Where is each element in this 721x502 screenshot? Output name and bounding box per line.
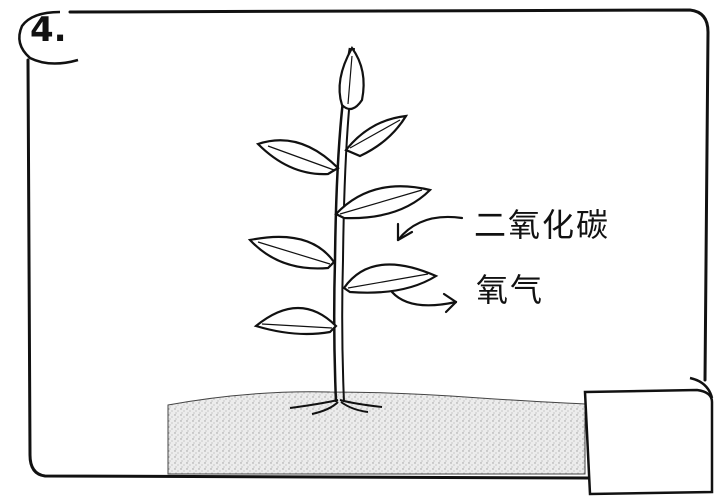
folded-corner <box>583 388 714 496</box>
leaf-lower-left <box>253 306 338 336</box>
leaf-lower-right <box>342 263 439 294</box>
number-circle <box>18 10 79 65</box>
soil <box>167 391 586 475</box>
panel-number: 4. <box>30 10 67 50</box>
carbon-dioxide-label: 二氧化碳 <box>474 206 611 244</box>
oxygen-label: 氧气 <box>476 271 545 309</box>
o2-arrow <box>390 290 458 314</box>
leaf-middle-right <box>334 185 433 220</box>
co2-arrow <box>396 215 464 242</box>
corner-curl <box>689 376 714 399</box>
panel-frame <box>26 8 710 480</box>
leaf-top <box>338 45 365 111</box>
leaf-upper-right <box>344 114 409 158</box>
